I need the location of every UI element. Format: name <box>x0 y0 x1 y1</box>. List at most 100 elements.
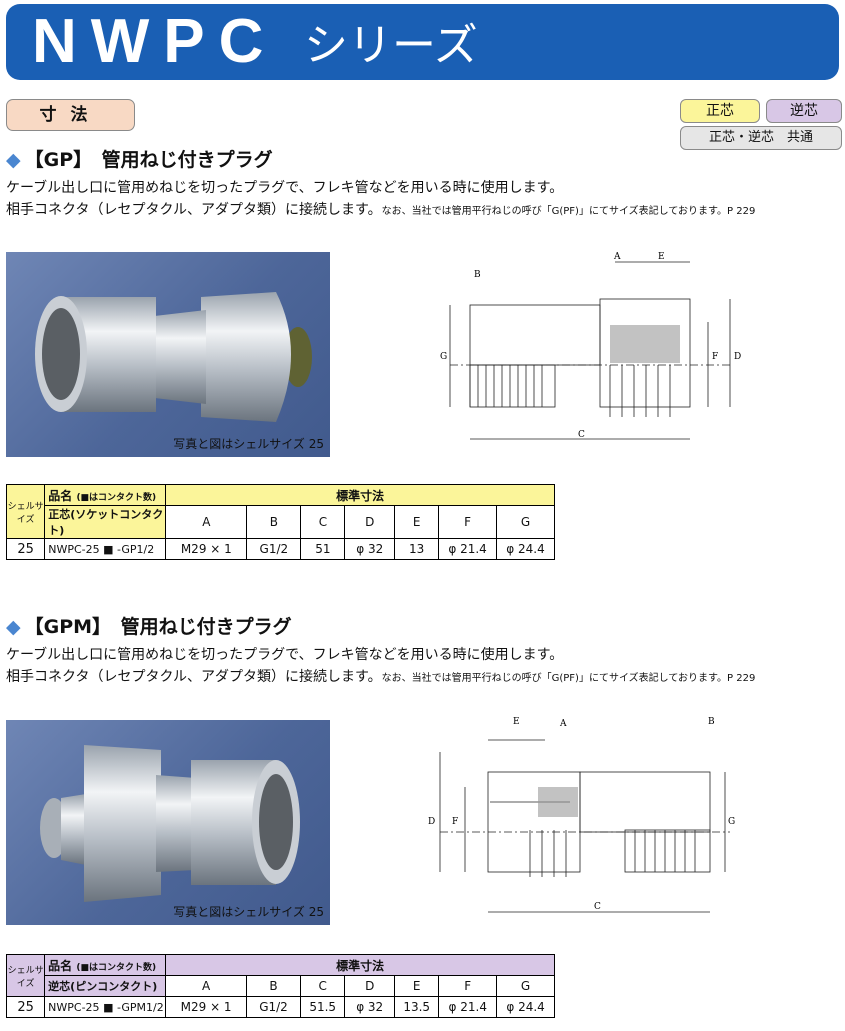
part-prefix: NWPC-25 <box>48 542 100 556</box>
series-header: NWPC シリーズ <box>6 4 839 80</box>
standard-dim-header: 標準寸法 <box>165 484 555 506</box>
value-f: φ 21.4 <box>438 996 498 1018</box>
contact-type-header: 逆芯(ピンコンタクト) <box>44 975 167 997</box>
value-d: φ 32 <box>344 538 396 560</box>
dim-label-e: E <box>513 717 520 727</box>
drawing-gpm-icon: E A B D F G C <box>428 717 735 913</box>
name-header: 品名 (■はコンタクト数) <box>44 484 167 506</box>
dim-label-d: D <box>428 817 435 827</box>
value-d: φ 32 <box>344 996 396 1018</box>
dim-label-f: F <box>452 817 458 827</box>
badge-normal: 正芯 <box>680 99 760 123</box>
dim-label-g: G <box>728 817 735 827</box>
table-row: 25 NWPC-25 ■ -GP1/2 M29 × 1 G1/2 51 φ 32… <box>5 538 555 560</box>
col-header-e: E <box>394 975 440 997</box>
badge-reverse: 逆芯 <box>766 99 842 123</box>
shell-size-cell: 25 <box>5 538 46 560</box>
part-number-cell: NWPC-25 ■ -GPM1/2 <box>44 996 167 1018</box>
value-a: M29 × 1 <box>165 996 248 1018</box>
name-note: (■はコンタクト数) <box>76 492 157 503</box>
table-row: 25 NWPC-25 ■ -GPM1/2 M29 × 1 G1/2 51.5 φ… <box>5 996 555 1018</box>
part-mark: ■ <box>103 542 114 556</box>
desc-text: 相手コネクタ（レセプタクル、アダプタ類）に接続します。 <box>6 202 382 218</box>
col-header-b: B <box>246 505 302 539</box>
part-suffix: -GPM1/2 <box>116 1000 164 1014</box>
dim-label-c: C <box>594 902 601 912</box>
dim-label-b: B <box>708 717 715 727</box>
desc-note: なお、当社では管用平行ねじの呼び「G(PF)」にてサイズ表記しております。P 2… <box>381 673 756 684</box>
connector-photo-icon <box>40 745 300 902</box>
shell-size-cell: 25 <box>5 996 46 1018</box>
value-e: 13 <box>394 538 440 560</box>
section-name: 管用ねじ付きプラグ <box>101 149 273 171</box>
product-photo-gpm: 写真と図はシェルサイズ 25 <box>6 720 330 925</box>
col-header-c: C <box>300 975 346 997</box>
value-g: φ 24.4 <box>496 538 555 560</box>
connector-photo-icon <box>35 292 312 422</box>
col-header-b: B <box>246 975 302 997</box>
part-suffix: -GP1/2 <box>117 542 155 556</box>
diamond-icon: ◆ <box>6 149 21 171</box>
dimension-tag: 寸法 <box>6 99 135 131</box>
dim-label-e: E <box>658 252 665 262</box>
name-label: 品名 <box>48 958 73 973</box>
desc-text: 相手コネクタ（レセプタクル、アダプタ類）に接続します。 <box>6 669 382 685</box>
part-mark: ■ <box>103 1000 114 1014</box>
series-title-latin: NWPC <box>32 7 278 76</box>
value-g: φ 24.4 <box>496 996 555 1018</box>
spec-table-gpm: シェルサイズ 品名 (■はコンタクト数) 標準寸法 逆芯(ピンコンタクト) A … <box>5 954 555 1018</box>
section-desc-1: ケーブル出し口に管用めねじを切ったプラグで、フレキ管などを用いる時に使用します。 <box>6 647 564 663</box>
photo-caption: 写真と図はシェルサイズ 25 <box>173 437 324 451</box>
col-header-f: F <box>438 505 498 539</box>
section-title-gp: ◆【GP】 管用ねじ付きプラグ <box>6 147 273 173</box>
value-c: 51 <box>300 538 346 560</box>
col-header-a: A <box>165 975 248 997</box>
col-header-d: D <box>344 505 396 539</box>
col-header-e: E <box>394 505 440 539</box>
dim-label-b: B <box>474 270 481 280</box>
value-b: G1/2 <box>246 996 302 1018</box>
spec-table-gp: シェルサイズ 品名 (■はコンタクト数) 標準寸法 正芯(ソケットコンタクト) … <box>5 484 555 560</box>
section-desc-2: 相手コネクタ（レセプタクル、アダプタ類）に接続します。なお、当社では管用平行ねじ… <box>6 667 755 689</box>
value-b: G1/2 <box>246 538 302 560</box>
dim-label-f: F <box>712 352 718 362</box>
section-desc-2: 相手コネクタ（レセプタクル、アダプタ類）に接続します。なお、当社では管用平行ねじ… <box>6 200 755 222</box>
name-note: (■はコンタクト数) <box>76 962 157 973</box>
value-c: 51.5 <box>300 996 346 1018</box>
value-a: M29 × 1 <box>165 538 248 560</box>
series-title-kana: シリーズ <box>304 20 478 71</box>
col-header-a: A <box>165 505 248 539</box>
standard-dim-header: 標準寸法 <box>165 954 555 976</box>
col-header-c: C <box>300 505 346 539</box>
col-header-g: G <box>496 975 555 997</box>
contact-type-header: 正芯(ソケットコンタクト) <box>44 505 167 539</box>
drawing-gp-icon: B A E G F D C <box>440 252 741 440</box>
shell-size-header: シェルサイズ <box>5 484 46 539</box>
dimension-drawing-gpm: E A B D F G C <box>420 712 740 926</box>
col-header-g: G <box>496 505 555 539</box>
value-e: 13.5 <box>394 996 440 1018</box>
dim-label-a: A <box>559 719 567 729</box>
dim-label-a: A <box>613 252 621 262</box>
name-label: 品名 <box>48 488 73 503</box>
section-desc-1: ケーブル出し口に管用めねじを切ったプラグで、フレキ管などを用いる時に使用します。 <box>6 180 564 196</box>
section-title-gpm: ◆【GPM】 管用ねじ付きプラグ <box>6 614 292 640</box>
dim-label-c: C <box>578 430 585 440</box>
dimension-drawing-gp: B A E G F D C <box>430 247 750 461</box>
badge-common: 正芯・逆芯 共通 <box>680 126 842 150</box>
desc-note: なお、当社では管用平行ねじの呼び「G(PF)」にてサイズ表記しております。P 2… <box>381 206 756 217</box>
photo-caption: 写真と図はシェルサイズ 25 <box>173 905 324 919</box>
dim-label-d: D <box>734 352 741 362</box>
part-number-cell: NWPC-25 ■ -GP1/2 <box>44 538 167 560</box>
dim-label-g: G <box>440 352 447 362</box>
shell-size-header: シェルサイズ <box>5 954 46 997</box>
product-photo-gp: 写真と図はシェルサイズ 25 <box>6 252 330 457</box>
col-header-f: F <box>438 975 498 997</box>
section-name: 管用ねじ付きプラグ <box>120 616 292 638</box>
section-code: 【GP】 <box>24 149 83 171</box>
section-code: 【GPM】 <box>24 616 102 638</box>
value-f: φ 21.4 <box>438 538 498 560</box>
diamond-icon: ◆ <box>6 616 21 638</box>
col-header-d: D <box>344 975 396 997</box>
name-header: 品名 (■はコンタクト数) <box>44 954 167 976</box>
